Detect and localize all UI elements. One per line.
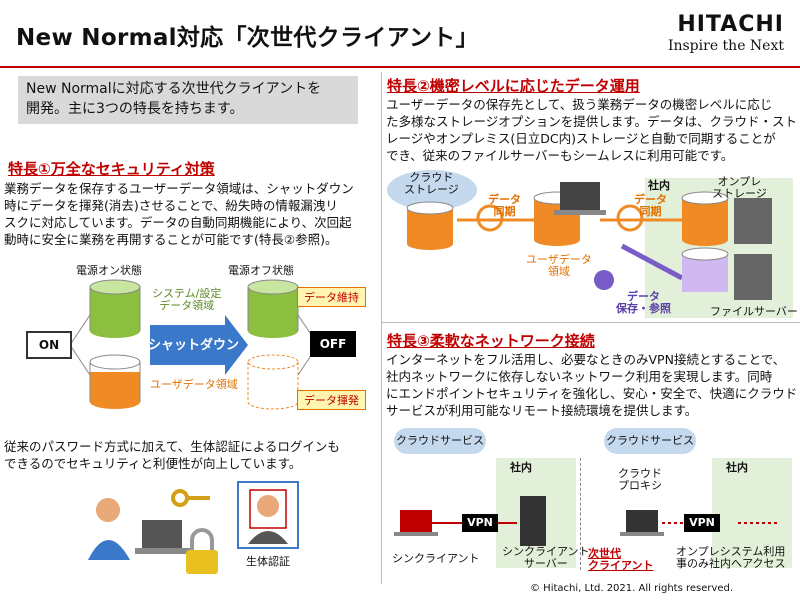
power-on-label: 電源オン状態 <box>76 264 142 277</box>
intro-box: New Normalに対応する次世代クライアントを 開発。主に3つの特長を持ちま… <box>18 76 358 124</box>
user-area-cylinder <box>533 191 581 246</box>
security-diagram <box>69 279 319 410</box>
laptop-icon <box>135 520 190 554</box>
onprem-access-label: オンプレシステム利用 事のみ社内へアクセス <box>676 545 786 570</box>
shutdown-label: シャットダウン <box>148 338 240 353</box>
data-erase-tag: データ揮発 <box>297 390 366 410</box>
biometric-illustration <box>88 481 299 574</box>
vpn-badge-2: VPN <box>684 514 720 532</box>
internal-zone-2 <box>712 458 792 568</box>
feature1-line: 動時に安全に業務を再開することが可能です(特長②参照)。 <box>4 232 338 247</box>
file-server-icon <box>681 247 772 300</box>
system-area-label: システム/設定 データ領域 <box>152 287 222 312</box>
sync-label-2: データ 同期 <box>634 193 667 218</box>
person-icon <box>88 498 130 560</box>
feature2-line: た多様なストレージオプションを提供します。データは、クラウド・スト <box>386 114 798 129</box>
shutdown-arrow <box>150 315 248 375</box>
feature2-title: 特長②機密レベルに応じたデータ運用 <box>387 77 640 95</box>
column-divider <box>381 72 382 584</box>
user-area-label: ユーザデータ 領域 <box>526 253 592 278</box>
scenario-divider <box>580 458 582 570</box>
next-client-laptop-icon <box>620 510 664 536</box>
vpn-badge-1: VPN <box>462 514 498 532</box>
auth-text: 従来のパスワード方式に加えて、生体認証によるログインも できるのでセキュリティと… <box>4 438 378 472</box>
proxy-label: クラウド プロキシ <box>618 467 662 492</box>
off-state-box: OFF <box>310 331 356 357</box>
user-area-cylinder-off <box>247 354 299 410</box>
power-off-label: 電源オフ状態 <box>228 264 294 277</box>
network-diagram <box>394 496 780 546</box>
feature1-body: 業務データを保存するユーザーデータ領域は、シャットダウン 時にデータを揮発(消去… <box>4 180 378 248</box>
feature1-line: 時にデータを揮発(消去)させることで、紛失時の情報漏洩リ <box>4 198 338 213</box>
feature3-body: インターネットをフル活用し、必要なときのみVPN接続とすることで、 社内ネットワ… <box>386 351 798 419</box>
feature3-line: インターネットをフル活用し、必要なときのみVPN接続とすることで、 <box>386 352 786 367</box>
feature3-line: にエンドポイントセキュリティを強化し、安心・安全で、快適にクラウド <box>386 386 798 401</box>
thin-client-laptop-icon <box>394 510 438 536</box>
feature1-title: 特長①万全なセキュリティ対策 <box>8 160 215 178</box>
brand-name: HITACHI <box>677 12 784 37</box>
brand-tagline: Inspire the Next <box>667 38 784 54</box>
on-state-box: ON <box>26 331 72 359</box>
thin-server-label: シンクライアント サーバー <box>502 545 590 570</box>
page-title: New Normal対応「次世代クライアント」 <box>16 25 479 51</box>
sync-arrow-right <box>600 204 682 232</box>
data-ops-diagram <box>387 170 772 300</box>
section-divider <box>381 322 800 323</box>
thin-client-label: シンクライアント <box>392 552 480 565</box>
internal-label: 社内 <box>648 179 670 192</box>
save-ref-label: データ 保存・参照 <box>616 290 671 315</box>
feature1-line: スクに対応しています。データの自動同期機能により、次回起 <box>4 215 352 230</box>
system-area-cylinder-off <box>247 279 299 338</box>
user-area-cylinder-on <box>89 354 141 409</box>
thin-server-icon <box>520 496 546 546</box>
feature1-line: 業務データを保存するユーザーデータ領域は、シャットダウン <box>4 181 354 196</box>
copyright: © Hitachi, Ltd. 2021. All rights reserve… <box>530 583 734 594</box>
sync-label-1: データ 同期 <box>488 193 521 218</box>
padlock-icon <box>186 528 218 574</box>
file-server-label: ファイルサーバー <box>710 305 798 318</box>
system-area-cylinder-on <box>89 279 141 338</box>
feature2-body: ユーザーデータの保存先として、扱う業務データの機密レベルに応じ た多様なストレー… <box>386 96 798 164</box>
cloud-service-1: クラウドサービス <box>394 428 486 454</box>
intro-line-1: New Normalに対応する次世代クライアントを <box>26 81 322 97</box>
title-divider <box>0 66 800 68</box>
onprem-storage-label: オンプレ ストレージ <box>712 175 767 200</box>
feature3-line: 社内ネットワークに依存しないネットワーク利用を実現します。同時 <box>386 369 773 384</box>
feature3-line: サービスが利用可能なリモート接続環境を提供します。 <box>386 403 698 418</box>
auth-line: できるのでセキュリティと利便性が向上しています。 <box>4 456 302 471</box>
internal-label-1: 社内 <box>510 461 532 474</box>
feature3-title: 特長③柔軟なネットワーク接続 <box>387 332 595 350</box>
key-icon <box>171 489 210 507</box>
user-area-label: ユーザデータ領域 <box>150 378 238 391</box>
onprem-storage-icon <box>681 191 772 246</box>
biometric-label: 生体認証 <box>246 555 290 568</box>
data-keep-tag: データ維持 <box>297 287 366 307</box>
laptop-icon <box>554 182 606 215</box>
feature2-line: ユーザーデータの保存先として、扱う業務データの機密レベルに応じ <box>386 97 773 112</box>
internal-label-2: 社内 <box>726 461 748 474</box>
auth-line: 従来のパスワード方式に加えて、生体認証によるログインも <box>4 439 340 454</box>
face-scan-icon <box>237 481 299 549</box>
cloud-service-2: クラウドサービス <box>604 428 696 454</box>
intro-line-2: 開発。主に3つの特長を持ちます。 <box>26 101 244 117</box>
feature2-line: レージやオンプレミス(日立DC内)ストレージと自動で同期することが <box>386 131 776 146</box>
feature2-line: でき、従来のファイルサーバーもシームレスに利用可能です。 <box>386 148 734 163</box>
purple-arrow <box>594 243 684 290</box>
cloud-storage-icon <box>387 170 477 250</box>
next-client-label: 次世代 クライアント <box>588 547 654 572</box>
hitachi-logo: HITACHI Inspire the Next <box>668 12 784 54</box>
cloud-storage-label: クラウド ストレージ <box>404 171 459 196</box>
